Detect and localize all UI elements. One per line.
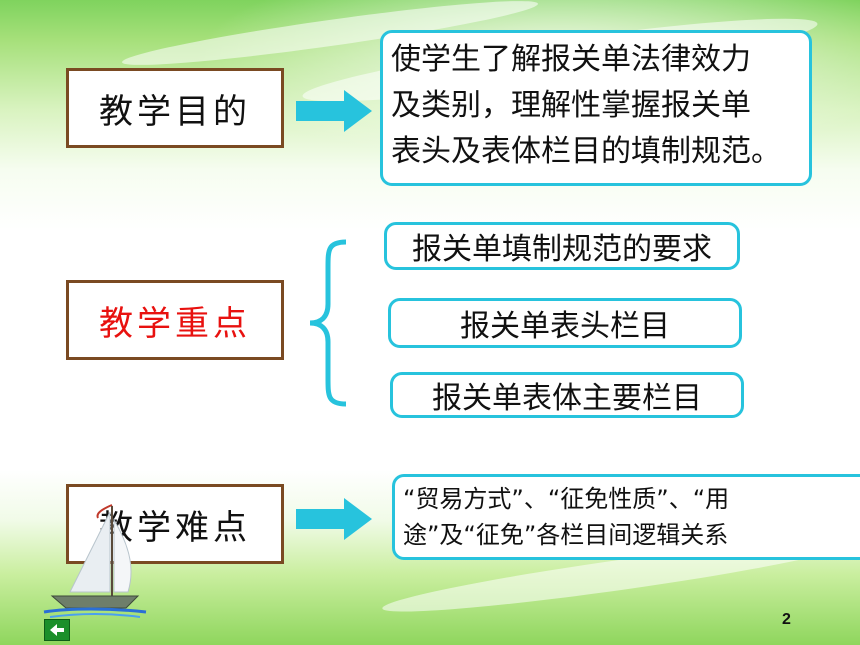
key-point-text: 报关单表体主要栏目 bbox=[432, 381, 702, 416]
key-points-label-box: 教学重点 bbox=[66, 280, 284, 360]
difficulty-line: “贸易方式”、“征免性质”、“用 bbox=[403, 485, 730, 513]
difficulty-description-box: “贸易方式”、“征免性质”、“用 途”及“征免”各栏目间逻辑关系 bbox=[392, 474, 860, 560]
difficulty-arrow-icon bbox=[296, 498, 372, 540]
back-arrow-icon bbox=[50, 624, 64, 636]
objective-label-box: 教学目的 bbox=[66, 68, 284, 148]
objective-line: 使学生了解报关单法律效力 bbox=[391, 42, 751, 77]
objective-label: 教学目的 bbox=[99, 91, 251, 132]
objective-description-box: 使学生了解报关单法律效力 及类别，理解性掌握报关单 表头及表体栏目的填制规范。 bbox=[380, 30, 812, 186]
objective-arrow-icon bbox=[296, 90, 372, 132]
difficulty-line: 途”及“征免”各栏目间逻辑关系 bbox=[403, 521, 729, 549]
key-point-item: 报关单填制规范的要求 bbox=[384, 222, 740, 270]
objective-line: 及类别，理解性掌握报关单 bbox=[391, 88, 751, 123]
sailboat-icon bbox=[43, 504, 147, 618]
key-point-text: 报关单表头栏目 bbox=[460, 309, 670, 344]
key-points-label: 教学重点 bbox=[99, 303, 251, 344]
objective-line: 表头及表体栏目的填制规范。 bbox=[391, 134, 781, 169]
key-point-text: 报关单填制规范的要求 bbox=[412, 232, 712, 267]
page-number: 2 bbox=[782, 611, 791, 628]
curly-brace-icon bbox=[309, 239, 347, 407]
key-point-item: 报关单表头栏目 bbox=[388, 298, 742, 348]
key-point-item: 报关单表体主要栏目 bbox=[390, 372, 744, 418]
back-button[interactable] bbox=[44, 619, 70, 641]
